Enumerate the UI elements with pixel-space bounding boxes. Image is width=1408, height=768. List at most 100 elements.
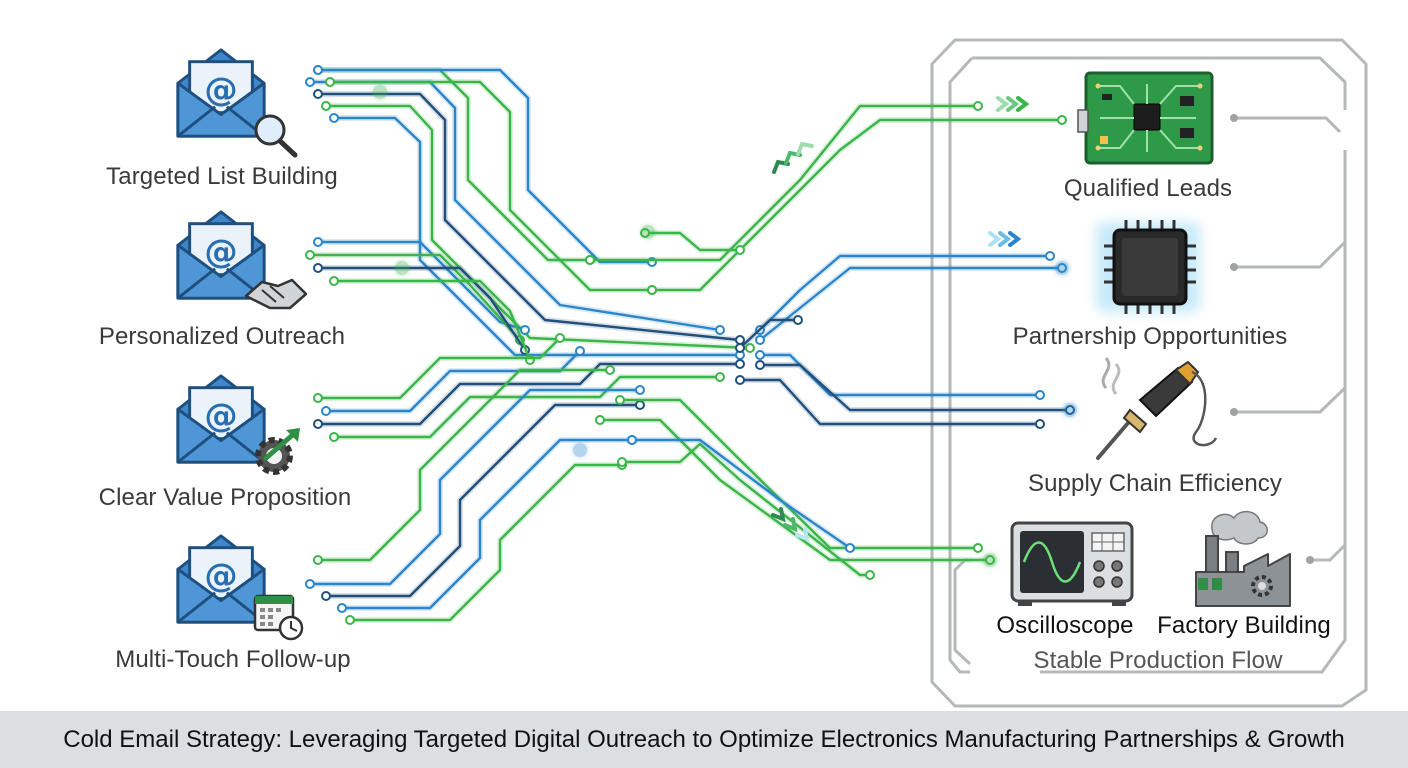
chevron-arrow-icon (772, 141, 814, 174)
trace-pad (1035, 390, 1045, 400)
circuit-trace (310, 253, 521, 341)
trace-pad (793, 315, 803, 325)
trace-pad (715, 325, 725, 335)
trace-pad (1045, 251, 1055, 261)
oscilloscope-icon (1010, 521, 1134, 606)
circuit-trace (740, 378, 1040, 426)
trace-pad (555, 333, 565, 343)
trace-pad (735, 245, 745, 255)
email-calendar-icon (176, 534, 304, 641)
circuit-trace-glow (760, 352, 1040, 398)
label-oscilloscope: Oscilloscope (996, 612, 1134, 639)
trace-pad (605, 365, 615, 375)
circuit-trace (330, 80, 652, 292)
trace-pad (715, 372, 725, 382)
soldering-iron-icon (1096, 357, 1218, 460)
circuit-traces (305, 65, 1077, 625)
trace-pad (973, 543, 983, 553)
glow-node (641, 225, 655, 239)
glow-node (1055, 261, 1069, 275)
trace-pad (520, 325, 530, 335)
trace-pad (575, 346, 585, 356)
circuit-trace (318, 368, 610, 562)
circuit-trace (350, 463, 622, 622)
circuit-trace (632, 438, 851, 549)
caption-text: Cold Email Strategy: Leveraging Targeted… (63, 725, 1345, 753)
circuit-trace (318, 92, 741, 342)
circuit-trace (342, 438, 632, 610)
trace-pad (1035, 419, 1045, 429)
circuit-trace (310, 388, 640, 586)
factory-icon (1195, 510, 1291, 607)
email-gear-growth-icon (176, 374, 300, 475)
trace-pad (313, 263, 323, 273)
trace-pad (1057, 115, 1067, 125)
circuit-trace (326, 104, 751, 350)
trace-pad (635, 385, 645, 395)
circuit-board-icon (1077, 71, 1214, 165)
label-supply-chain-efficiency: Supply Chain Efficiency (1028, 470, 1282, 497)
label-multi-touch-follow-up: Multi-Touch Follow-up (115, 646, 351, 673)
chevron-arrow-icon (771, 507, 810, 543)
label-personalized-outreach: Personalized Outreach (98, 323, 346, 350)
trace-pad (325, 77, 335, 87)
glow-node (1063, 403, 1077, 417)
circuit-trace (760, 353, 1040, 397)
circuit-trace (645, 118, 1062, 252)
trace-pad (313, 393, 323, 403)
label-qualified-leads: Qualified Leads (1063, 175, 1233, 202)
glow-node (373, 85, 387, 99)
circuit-trace (739, 318, 798, 349)
circuit-trace (326, 350, 581, 413)
circuit-trace (318, 337, 561, 400)
chevron-arrow-icon (996, 96, 1030, 112)
glow-node (983, 553, 997, 567)
trace-pad (973, 101, 983, 111)
trace-pad (329, 113, 339, 123)
circuit-trace (622, 442, 870, 577)
trace-pad (313, 65, 323, 75)
circuit-trace (600, 418, 990, 562)
trace-pad (615, 395, 625, 405)
trace-pad (627, 435, 637, 445)
circuit-trace (326, 403, 640, 598)
circuit-trace (318, 266, 526, 351)
trace-pad (647, 285, 657, 295)
trace-pad (313, 237, 323, 247)
label-targeted-list-building: Targeted List Building (106, 163, 338, 190)
label-partnership-opportunities: Partnership Opportunities (1012, 323, 1288, 350)
circuit-trace (652, 249, 741, 292)
circuit-trace (620, 398, 978, 550)
circuit-trace (318, 68, 652, 264)
microchip-icon (1096, 220, 1200, 314)
trace-pad (745, 343, 755, 353)
diagram-svg: @ (176, 38, 1368, 708)
trace-pad (755, 360, 765, 370)
circuit-trace (318, 362, 740, 426)
trace-pad (329, 432, 339, 442)
circuit-trace (760, 363, 1070, 412)
trace-pad (345, 615, 355, 625)
trace-pad (735, 359, 745, 369)
caption-bar: Cold Email Strategy: Leveraging Targeted… (0, 711, 1408, 768)
trace-pad (321, 591, 331, 601)
glow-node (395, 261, 409, 275)
trace-pad (305, 77, 315, 87)
circuit-trace (590, 104, 978, 262)
circuit-trace (334, 279, 532, 361)
trace-pad (755, 335, 765, 345)
label-stable-production-flow: Stable Production Flow (1033, 647, 1283, 674)
email-handshake-icon (176, 210, 308, 310)
right-frame (930, 38, 1368, 708)
circuit-trace (334, 375, 720, 439)
trace-pad (337, 603, 347, 613)
trace-pad (585, 255, 595, 265)
trace-pad (617, 457, 627, 467)
flow-chevrons (771, 96, 1030, 543)
trace-pad (305, 579, 315, 589)
trace-pad (313, 89, 323, 99)
label-factory-building: Factory Building (1157, 612, 1331, 639)
trace-pad (845, 543, 855, 553)
trace-pad (305, 250, 315, 260)
